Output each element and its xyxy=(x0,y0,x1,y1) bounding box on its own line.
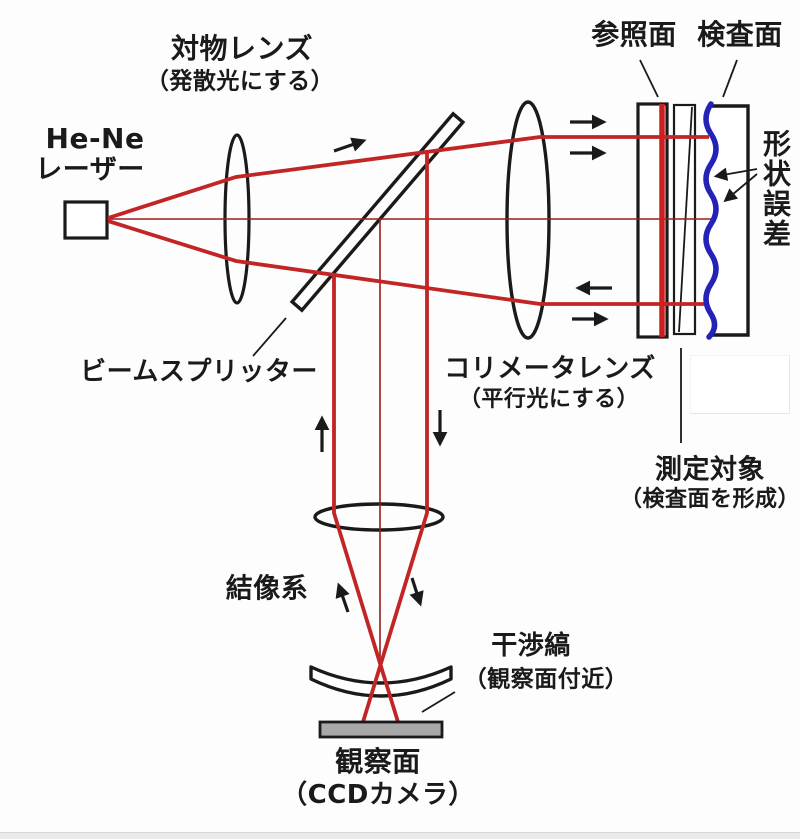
leader-shape-error-2 xyxy=(723,173,758,203)
leader-test-surface xyxy=(722,59,738,98)
beam-splitter-label: ビームスプリッター xyxy=(80,357,318,387)
arrow-down-imaging xyxy=(409,577,424,607)
leader-beam-splitter xyxy=(252,317,287,357)
measurement-target-label: 測定対象 xyxy=(655,454,765,486)
arrow-diverging-up-right xyxy=(333,137,367,153)
measurement-target-note: （検査面を形成） xyxy=(619,487,800,512)
test-object xyxy=(709,104,750,337)
test-surface-label: 検査面 xyxy=(697,18,783,51)
leader-reference-surface xyxy=(639,59,659,98)
reference-surface-label: 参照面 xyxy=(591,18,677,51)
shape-error-label: 形状誤差 xyxy=(759,129,792,249)
ray-bottom xyxy=(107,219,709,306)
laser-label-line1: He-Ne xyxy=(45,122,145,155)
observation-plane-bar xyxy=(318,720,444,739)
ray-top xyxy=(107,135,709,220)
ray-down-left xyxy=(332,275,400,723)
ray-down-right xyxy=(361,150,429,723)
laser-box xyxy=(63,200,109,240)
fringes-note: （観察面付近） xyxy=(463,666,629,693)
collimator-lens-label: コリメータレンズ xyxy=(444,354,656,384)
laser-label-line2: レーザー xyxy=(35,154,145,186)
imaging-lens xyxy=(313,502,445,532)
bottom-strip xyxy=(0,832,800,839)
objective-lens-label: 対物レンズ xyxy=(171,32,313,65)
arrow-up-imaging xyxy=(335,582,350,613)
leader-fringes xyxy=(421,691,456,713)
imaging-system-label: 結像系 xyxy=(225,573,309,605)
collimator-lens-note: （平行光にする） xyxy=(458,387,640,412)
objective-lens-note: （発散光にする） xyxy=(145,68,335,95)
observation-note: （CCDカメラ） xyxy=(281,780,475,810)
test-surface-wavy-line xyxy=(703,101,719,340)
fringes-label: 干渉縞 xyxy=(491,631,571,661)
white-patch xyxy=(690,355,790,414)
fringe-screen xyxy=(309,665,453,698)
beam-splitter xyxy=(289,111,466,313)
observation-plane-label: 観察面 xyxy=(335,745,421,778)
collimator-lens xyxy=(505,100,551,340)
leader-shape-error-1 xyxy=(713,167,758,181)
